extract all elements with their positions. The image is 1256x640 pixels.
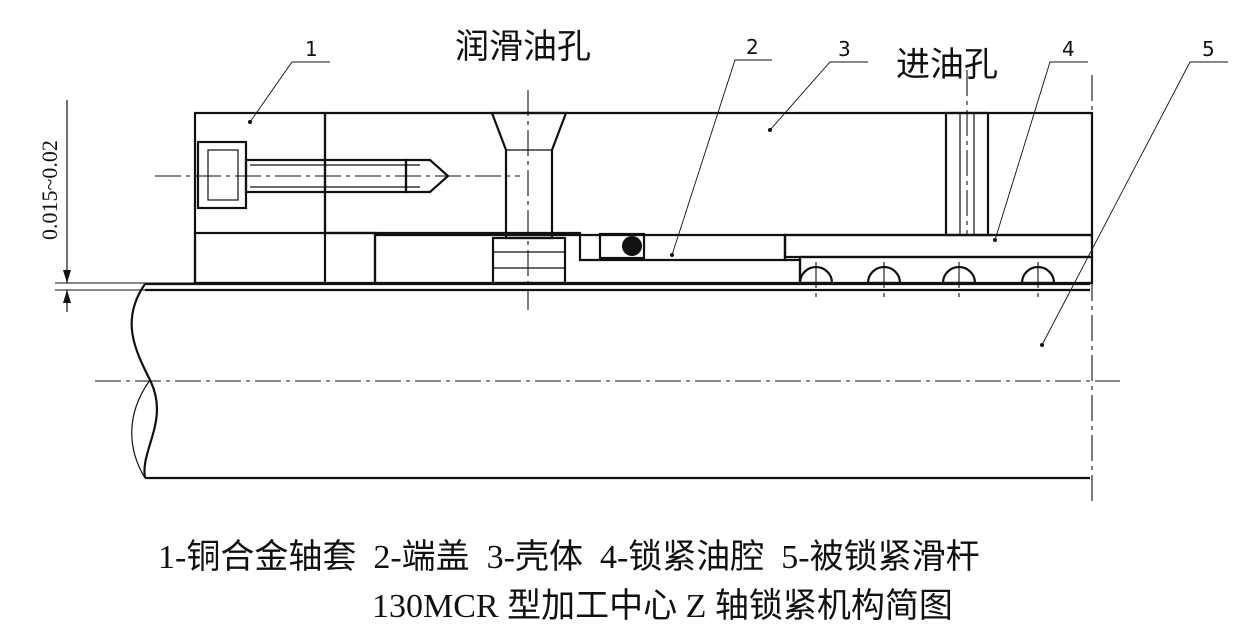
callout-1: 1 [305, 37, 318, 61]
sleeve-part-1 [155, 111, 520, 285]
shaft-part-5 [95, 282, 1120, 480]
parts-legend: 1-铜合金轴套 2-端盖 3-壳体 4-锁紧油腔 5-被锁紧滑杆 [158, 538, 980, 576]
callout-3: 3 [838, 37, 851, 61]
figure-title: 130MCR 型加工中心 Z 轴锁紧机构简图 [372, 587, 953, 625]
dimension-text: 0.015~0.02 [37, 140, 62, 240]
clearance-dimension: 0.015~0.02 [37, 100, 195, 312]
callout-2: 2 [746, 35, 759, 59]
callout-4: 4 [1062, 37, 1075, 61]
end-cover-part-2 [373, 90, 802, 310]
oil-cavity-part-4 [783, 70, 1094, 302]
leader-lines [248, 59, 1228, 347]
lube-hole-label: 润滑油孔 [455, 27, 591, 67]
callout-5: 5 [1202, 37, 1215, 61]
housing-part-3 [323, 111, 1094, 262]
oil-inlet-label: 进油孔 [896, 45, 998, 85]
